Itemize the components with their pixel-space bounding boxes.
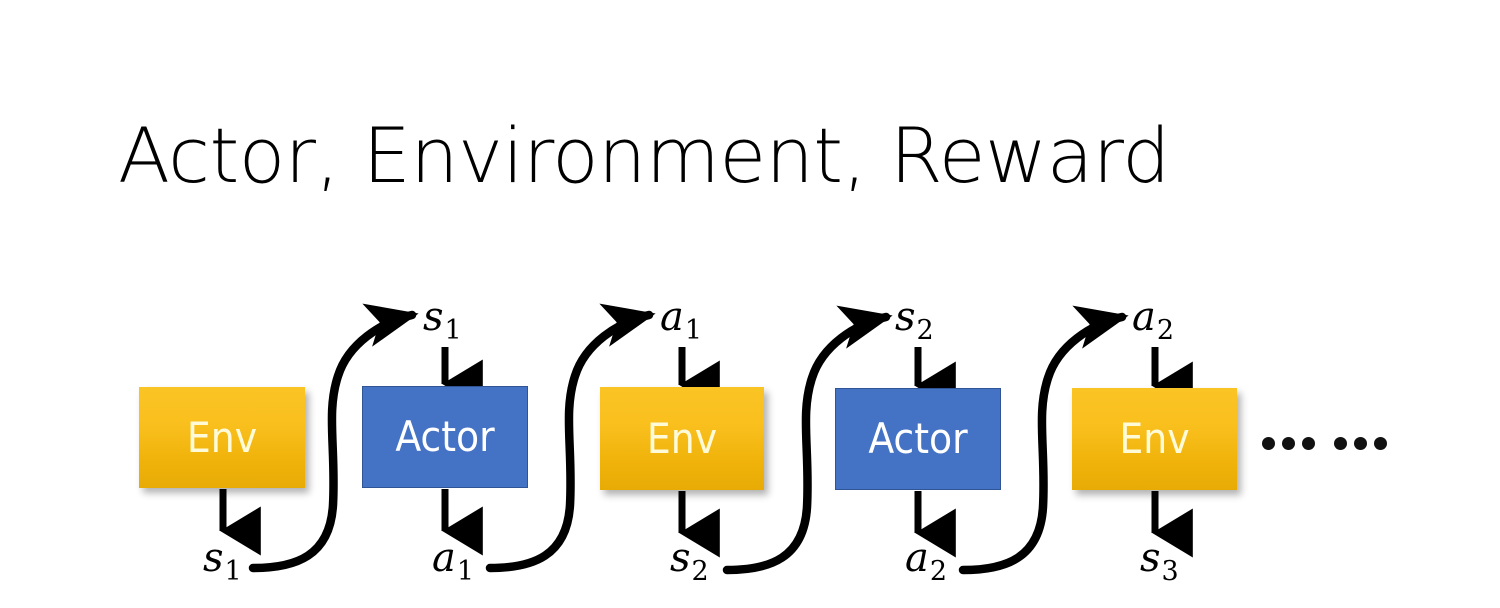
math-subscript: 1 (444, 315, 462, 346)
arrows-into-boxes (441, 347, 1193, 411)
math-variable: s (670, 535, 691, 581)
math-variable: a (432, 535, 456, 581)
math-variable: a (1132, 294, 1156, 340)
curved-arrow-curve-a1-to-env2 (485, 303, 656, 573)
math-subscript: 2 (916, 315, 934, 346)
math-label-bot-s3: s3 (1140, 535, 1179, 585)
ellipsis-gap (1322, 443, 1327, 444)
math-label-bot-s2: s2 (670, 535, 709, 585)
node-box-env-1[interactable]: Env (139, 387, 305, 488)
math-variable: s (203, 535, 224, 581)
node-box-actor-2[interactable]: Actor (835, 388, 1001, 490)
math-subscript: 1 (684, 315, 703, 346)
curved-arrow-curve-s2-to-actor2 (722, 305, 893, 575)
node-box-label: Actor (868, 414, 968, 463)
math-subscript: 1 (456, 556, 475, 587)
math-variable: s (1140, 535, 1161, 581)
node-box-env-3[interactable]: Env (1072, 388, 1237, 490)
math-label-top-a2: a2 (1132, 294, 1174, 344)
math-label-bot-a2: a2 (905, 535, 947, 585)
math-variable: a (660, 294, 684, 340)
feedback-curved-arrows (248, 303, 1129, 575)
ellipsis-dot (1282, 436, 1295, 450)
node-box-label: Env (186, 412, 258, 462)
math-variable: a (905, 535, 929, 581)
ellipsis-dot (1302, 436, 1315, 450)
page-title: Actor, Environment, Reward (118, 111, 1170, 200)
math-label-bot-s1: s1 (203, 535, 242, 585)
curved-arrow-curve-s1-to-actor1 (248, 303, 419, 573)
continuation-dots (1262, 418, 1387, 468)
math-subscript: 1 (224, 556, 242, 587)
math-subscript: 2 (929, 556, 948, 587)
curved-arrow-curve-a2-to-env3 (958, 305, 1129, 575)
math-variable: s (895, 294, 916, 340)
node-box-actor-1[interactable]: Actor (362, 386, 528, 488)
math-label-top-a1: a1 (660, 294, 702, 344)
node-box-label: Actor (395, 412, 495, 461)
math-subscript: 3 (1161, 556, 1179, 587)
math-label-top-s2: s2 (895, 294, 934, 344)
ellipsis-dot (1334, 436, 1347, 450)
math-variable: s (423, 294, 444, 340)
node-box-label: Env (1119, 414, 1190, 463)
math-label-top-s1: s1 (423, 294, 462, 344)
ellipsis-dot (1262, 436, 1275, 450)
math-subscript: 2 (691, 556, 709, 587)
arrows-out-of-boxes (219, 489, 1193, 558)
math-subscript: 2 (1156, 315, 1175, 346)
math-label-bot-a1: a1 (432, 535, 474, 585)
node-box-label: Env (646, 413, 718, 463)
node-box-env-2[interactable]: Env (600, 387, 764, 490)
ellipsis-dot (1374, 436, 1387, 450)
ellipsis-dot (1354, 436, 1367, 450)
